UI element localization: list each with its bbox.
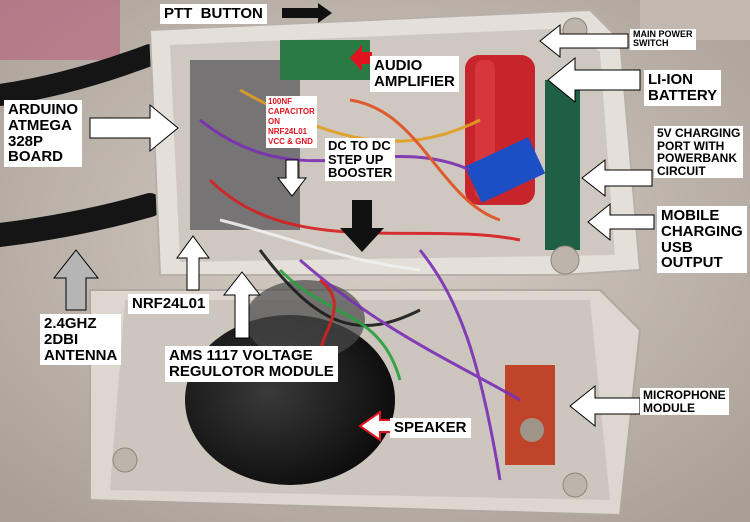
ptt-button-label: PTT BUTTON (160, 4, 267, 24)
charging-port-label: 5V CHARGING PORT WITH POWERBANK CIRCUIT (654, 126, 744, 179)
nrf24l01-label: NRF24L01 (128, 294, 210, 314)
usb-output-label: MOBILE CHARGING USB OUTPUT (657, 206, 747, 273)
li-ion-battery-label: LI-ION BATTERY (644, 70, 722, 106)
dc-booster-label: DC TO DC STEP UP BOOSTER (325, 138, 396, 181)
arduino-board-label: ARDUINO ATMEGA 328P BOARD (4, 100, 82, 167)
speaker-label: SPEAKER (390, 418, 471, 438)
microphone-module-label: MICROPHONE MODULE (640, 388, 729, 416)
main-power-switch-label: MAIN POWER SWITCH (630, 29, 696, 50)
antenna-label: 2.4GHZ 2DBI ANTENNA (40, 314, 122, 366)
capacitor-label: 100NF CAPACITOR ON NRF24L01 VCC & GND (266, 96, 317, 148)
ams1117-label: AMS 1117 VOLTAGE REGULOTOR MODULE (165, 346, 338, 382)
audio-amplifier-label: AUDIO AMPLIFIER (370, 56, 459, 92)
